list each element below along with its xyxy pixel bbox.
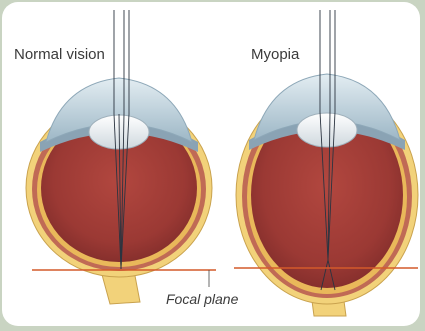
focal-plane-label: Focal plane — [166, 291, 238, 307]
myopia-lens — [297, 113, 357, 147]
normal-vision-label: Normal vision — [14, 46, 105, 63]
myopia-label: Myopia — [251, 46, 299, 63]
diagram-card: Normal vision Myopia Focal plane — [2, 2, 420, 326]
